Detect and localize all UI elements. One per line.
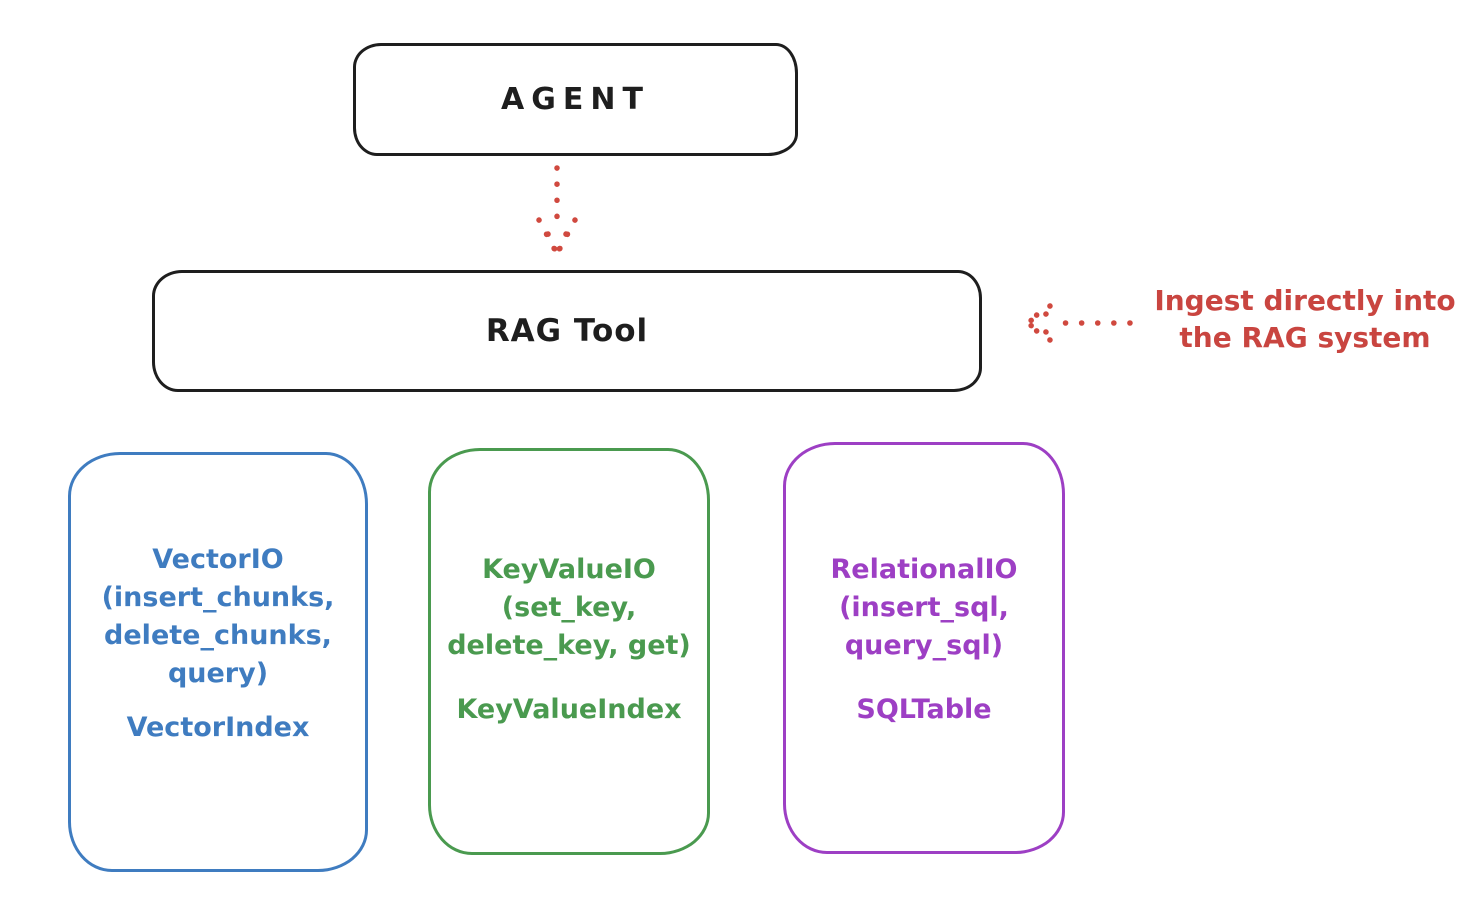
backend-line: (set_key, [501, 592, 637, 623]
backend-line: RelationalIO [830, 554, 1018, 585]
ingest-annotation-line1: Ingest directly into [1154, 284, 1456, 317]
keyvalue-io-signature: KeyValueIO (set_key, delete_key, get) [431, 551, 707, 665]
backend-line: VectorIO [152, 544, 284, 575]
keyvalue-io-node: KeyValueIO (set_key, delete_key, get) Ke… [428, 448, 710, 855]
ingest-annotation-line2: the RAG system [1179, 321, 1431, 354]
dotted-arrow-down-icon [536, 165, 578, 257]
keyvalue-index-label: KeyValueIndex [456, 694, 682, 725]
relational-io-node: RelationalIO (insert_sql, query_sql) SQL… [783, 442, 1065, 854]
backend-line: KeyValueIO [482, 554, 656, 585]
backend-line: (insert_chunks, [101, 582, 335, 613]
relational-io-signature: RelationalIO (insert_sql, query_sql) [786, 551, 1062, 665]
rag-tool-label: RAG Tool [485, 313, 649, 349]
backend-line: query_sql) [844, 630, 1004, 661]
backend-line: (insert_sql, [839, 592, 1009, 623]
backend-line: delete_key, get) [447, 630, 691, 661]
rag-tool-node: RAG Tool [152, 270, 982, 392]
vector-io-node: VectorIO (insert_chunks, delete_chunks, … [68, 452, 368, 872]
sql-table-label: SQLTable [856, 694, 992, 725]
dotted-arrow-left-icon [1022, 303, 1133, 343]
vector-io-signature: VectorIO (insert_chunks, delete_chunks, … [71, 541, 365, 693]
agent-label: AGENT [501, 82, 650, 117]
ingest-annotation: Ingest directly into the RAG system [1135, 282, 1475, 356]
agent-node: AGENT [353, 43, 798, 156]
vector-index-label: VectorIndex [126, 712, 310, 743]
backend-line: query) [167, 658, 269, 689]
backend-line: delete_chunks, [104, 620, 332, 651]
